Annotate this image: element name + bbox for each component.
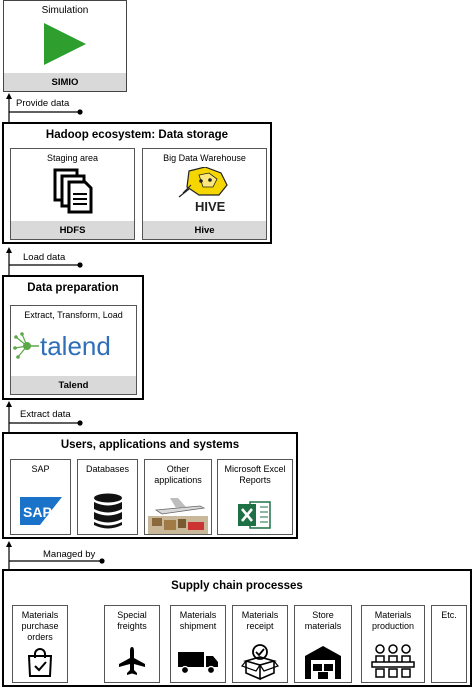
process-card-materials-production: Materials production <box>361 605 425 683</box>
database-icon <box>78 493 137 531</box>
process-card-purchase-orders: Materials purchase orders <box>12 605 68 683</box>
simulation-title: Simulation <box>41 5 89 16</box>
package-check-icon <box>233 643 287 681</box>
excel-icon <box>218 500 292 530</box>
hadoop-box: Hadoop ecosystem: Data storage Staging a… <box>2 122 272 244</box>
play-icon <box>4 21 126 67</box>
logistics-icon <box>145 496 211 534</box>
hdfs-footer: HDFS <box>11 221 134 239</box>
hive-icon: HIVE <box>143 167 266 217</box>
etl-caption: Extract, Transform, Load <box>24 310 123 320</box>
process-card-etc: Etc. <box>431 605 467 683</box>
hive-logo-text: HIVE <box>195 199 226 214</box>
talend-logo: talend <box>11 328 136 364</box>
process-caption: Store materials <box>304 610 342 631</box>
sap-logo: SAP <box>11 497 70 525</box>
process-card-materials-shipment: Materials shipment <box>170 605 226 683</box>
process-card-special-freights: Special freights <box>104 605 160 683</box>
sap-logo-text: SAP <box>23 504 52 520</box>
bdw-caption: Big Data Warehouse <box>163 153 246 163</box>
staging-caption: Staging area <box>46 153 99 163</box>
process-caption: Materials production <box>371 610 415 631</box>
users-apps-systems-box: Users, applications and systems SAP SAP … <box>2 432 298 539</box>
factory-icon <box>362 644 424 680</box>
app-card-excel-reports: Microsoft Excel Reports <box>217 459 293 535</box>
supply-chain-box: Supply chain processes Materials purchas… <box>2 569 472 687</box>
simulation-box: Simulation SIMIO <box>3 0 127 92</box>
simulation-footer: SIMIO <box>4 73 126 91</box>
app-caption: Other applications <box>154 464 202 485</box>
app-card-sap: SAP SAP <box>10 459 71 535</box>
etl-card: Extract, Transform, Load talend Talend <box>10 305 137 395</box>
connector-label-managed: Managed by <box>43 549 96 560</box>
documents-icon <box>11 168 134 214</box>
truck-icon <box>171 650 225 674</box>
talend-logo-text: talend <box>40 331 111 361</box>
process-card-materials-receipt: Materials receipt <box>232 605 288 683</box>
data-prep-title: Data preparation <box>27 282 119 294</box>
staging-area-card: Staging area HDFS <box>10 148 135 240</box>
users-title: Users, applications and systems <box>60 439 240 451</box>
connector-label-load: Load data <box>23 252 66 263</box>
process-caption: Materials shipment <box>179 610 217 631</box>
process-caption: Special freights <box>117 610 147 631</box>
app-caption: Microsoft Excel Reports <box>224 464 286 485</box>
app-card-databases: Databases <box>77 459 138 535</box>
connector-label-provide: Provide data <box>16 98 70 109</box>
warehouse-icon <box>295 644 351 680</box>
connector-label-extract: Extract data <box>20 409 71 420</box>
process-caption: Materials receipt <box>241 610 279 631</box>
app-card-other-applications: Other applications <box>144 459 212 535</box>
hive-footer: Hive <box>143 221 266 239</box>
airplane-icon <box>105 646 159 676</box>
big-data-warehouse-card: Big Data Warehouse HIVE Hive <box>142 148 267 240</box>
data-preparation-box: Data preparation Extract, Transform, Loa… <box>2 275 144 400</box>
process-card-store-materials: Store materials <box>294 605 352 683</box>
supply-chain-title: Supply chain processes <box>171 580 303 592</box>
process-caption: Materials purchase orders <box>21 610 59 642</box>
app-caption: Databases <box>85 464 130 474</box>
process-caption: Etc. <box>441 610 457 620</box>
hadoop-title: Hadoop ecosystem: Data storage <box>45 129 229 141</box>
talend-footer: Talend <box>11 376 136 394</box>
app-caption: SAP <box>31 464 50 474</box>
shopping-bag-icon <box>13 646 67 678</box>
